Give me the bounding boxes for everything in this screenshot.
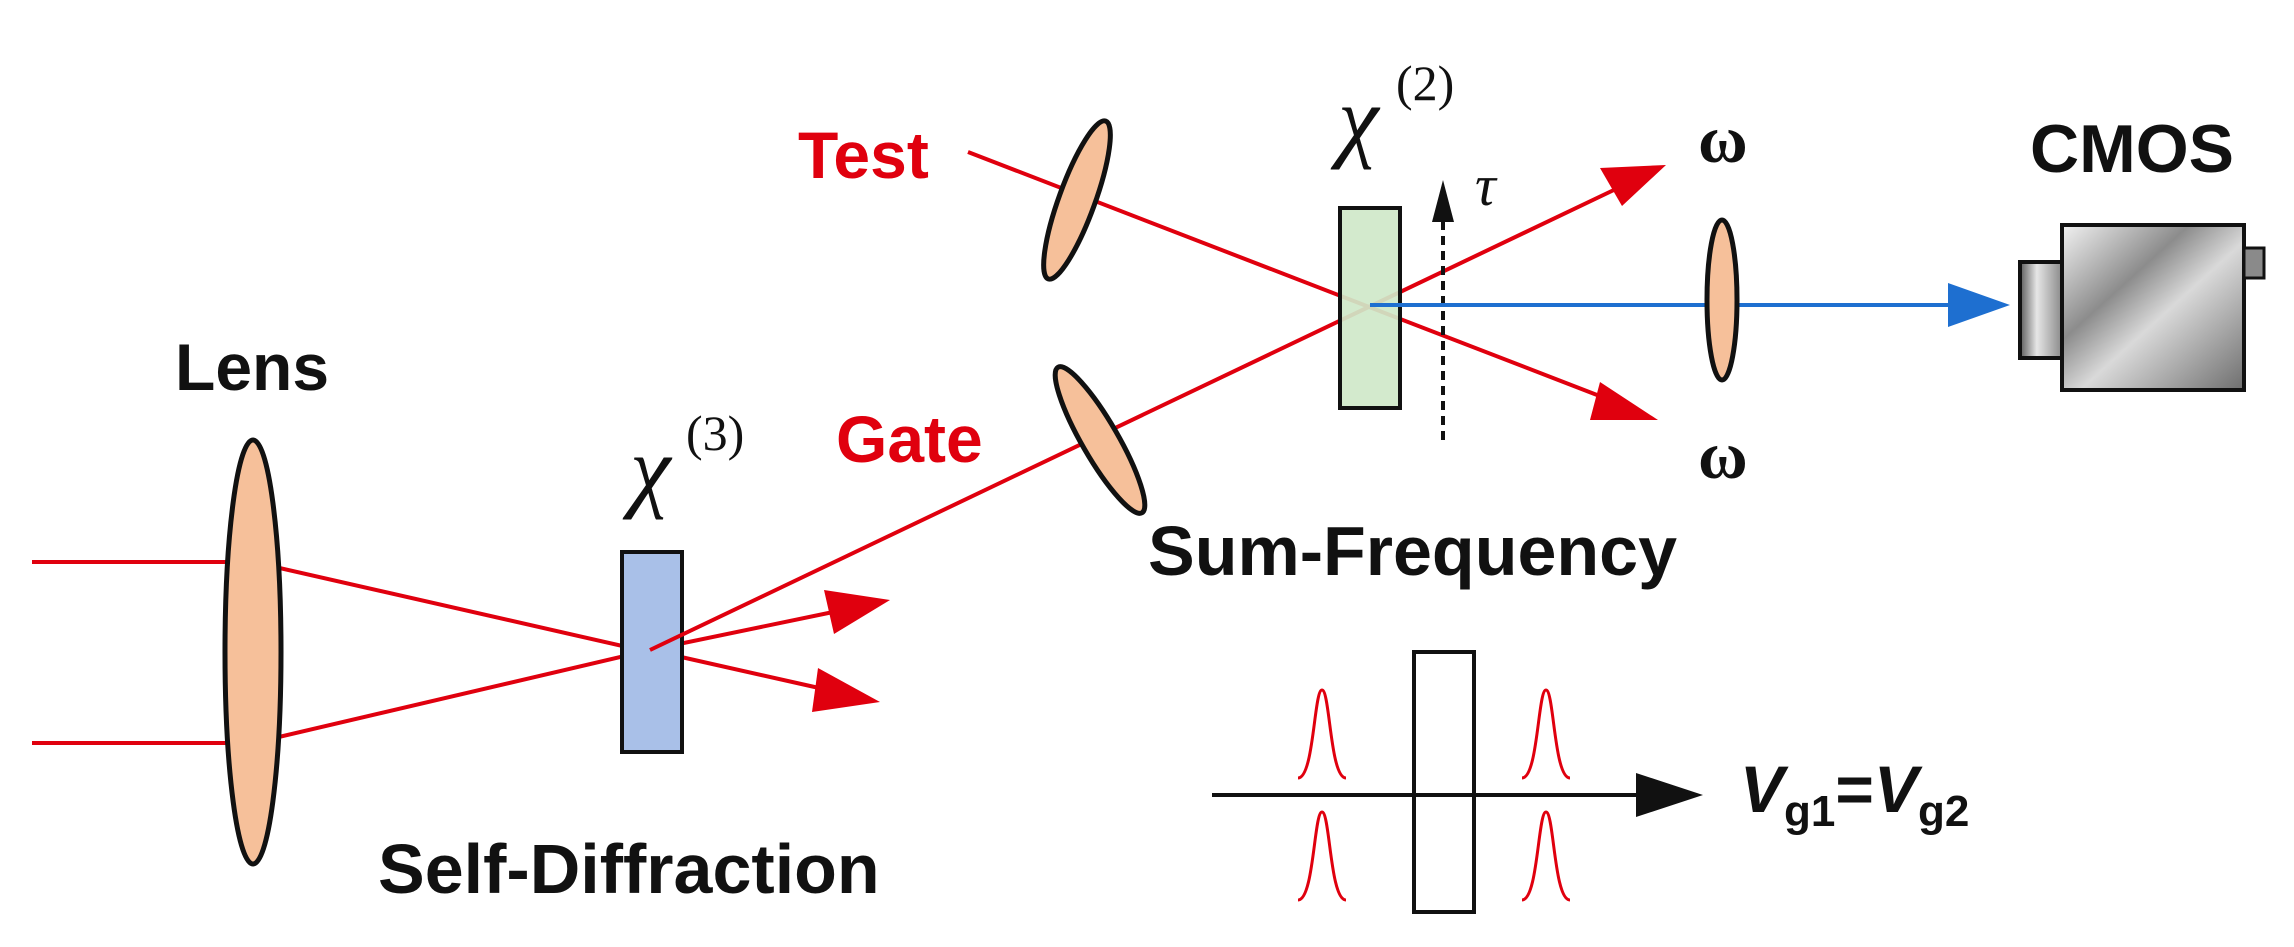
gate-beam [649, 165, 1666, 652]
self-diffraction-label: Self-Diffraction [378, 830, 880, 908]
vg1-symbol: V [1740, 752, 1789, 826]
vg-equals: = [1835, 752, 1874, 826]
chi3-order: (3) [686, 405, 744, 461]
gate-beam-lens [1052, 364, 1148, 516]
vg1-subscript: g1 [1784, 787, 1835, 836]
test-beam-lens [1041, 118, 1113, 282]
focusing-lens [222, 437, 284, 867]
test-label: Test [798, 118, 929, 192]
pulse-lower-left [1297, 810, 1347, 902]
diffracted-beam-upper [649, 590, 890, 652]
input-beam-upper [32, 560, 663, 657]
pulse-upper-right [1521, 688, 1571, 780]
sum-frequency-signal-beam [1370, 283, 2010, 327]
vg2-subscript: g2 [1918, 787, 1969, 836]
omega-upper-label: ω [1698, 101, 1748, 177]
group-velocity-equation: Vg1=Vg2 [1740, 752, 1969, 836]
cmos-camera [2018, 223, 2266, 392]
pulse-upper-left [1297, 688, 1347, 780]
omega-lower-label: ω [1698, 417, 1748, 493]
input-beam-lower [32, 648, 651, 745]
group-velocity-inset [1212, 650, 1703, 914]
pulse-lower-right [1521, 810, 1571, 902]
vg2-symbol: V [1874, 752, 1923, 826]
delay-arrow [1432, 180, 1454, 440]
diffracted-beam-lower [649, 648, 880, 712]
lens-label: Lens [175, 330, 329, 404]
chi2-order: (2) [1396, 55, 1454, 111]
inset-crystal [1412, 650, 1476, 914]
chi2-crystal [1338, 206, 1402, 410]
chi2-symbol: χ [1330, 68, 1381, 170]
chi3-symbol: χ [622, 418, 673, 520]
cmos-label: CMOS [2030, 111, 2234, 187]
sum-frequency-label: Sum-Frequency [1148, 512, 1677, 590]
gate-label: Gate [836, 402, 983, 476]
output-lens [1704, 217, 1740, 383]
tau-label: τ [1475, 153, 1498, 218]
chi3-crystal [620, 550, 684, 754]
